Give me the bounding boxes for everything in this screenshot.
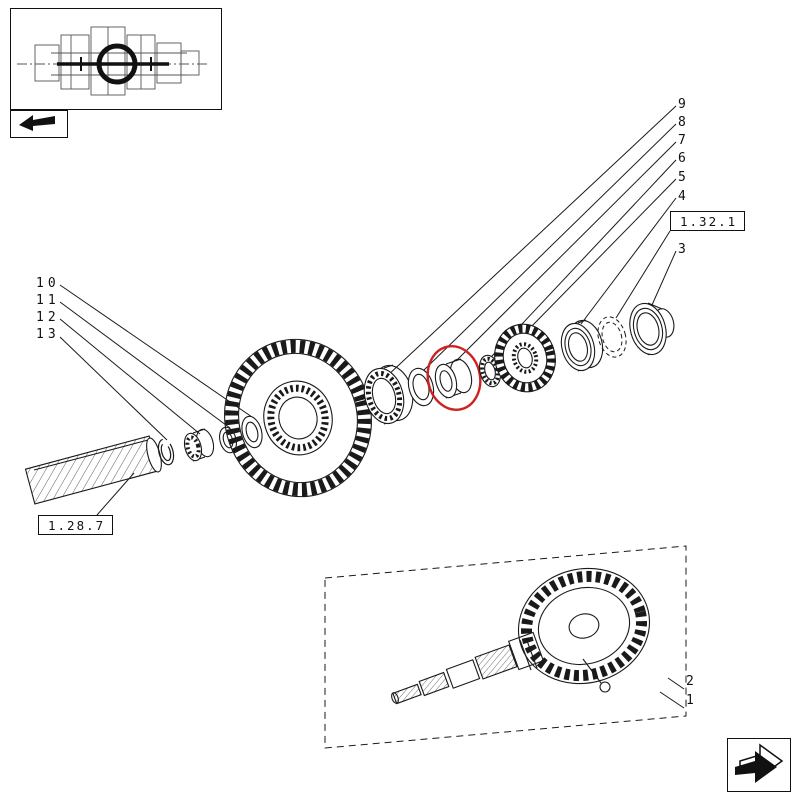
callout-1: 1 xyxy=(686,693,698,708)
snap-ring-13 xyxy=(157,438,175,466)
bearing-4 xyxy=(560,319,604,372)
leader-line xyxy=(651,250,677,306)
leader-line xyxy=(491,159,677,357)
thumbnail-highlight-circle xyxy=(96,43,138,85)
drive-gear-5 xyxy=(494,323,556,393)
callout-6: 6 xyxy=(678,151,690,166)
next-page-button[interactable] xyxy=(727,738,791,792)
section-ref-1-32-1[interactable]: 1.32.1 xyxy=(670,211,746,231)
callout-13: 13 xyxy=(36,327,60,342)
red-highlight-ellipse xyxy=(426,345,482,411)
bushing-7 xyxy=(434,358,473,399)
callout-9: 9 xyxy=(678,97,690,112)
callout-3: 3 xyxy=(678,242,690,257)
thumbnail-drawing xyxy=(17,26,209,96)
callout-8: 8 xyxy=(678,115,690,130)
splined-coupling-9 xyxy=(363,364,414,425)
ring-10 xyxy=(241,415,263,449)
main-gear xyxy=(224,338,372,498)
callout-4: 4 xyxy=(678,189,690,204)
input-shaft xyxy=(24,435,162,505)
leader-line xyxy=(96,472,135,516)
leader-line xyxy=(667,677,685,690)
leader-line xyxy=(59,301,231,429)
leader-line xyxy=(455,141,677,362)
callout-11: 11 xyxy=(36,293,60,308)
ring-8 xyxy=(407,367,435,407)
page-forward-arrow-icon xyxy=(735,743,784,783)
splined-hub-12 xyxy=(183,428,215,462)
leader-line xyxy=(615,230,671,319)
callout-7: 7 xyxy=(678,133,690,148)
page-back-arrow-icon xyxy=(19,115,55,131)
leader-line xyxy=(659,691,685,709)
leader-lines xyxy=(59,105,685,709)
thumbnail-highlight-shaft xyxy=(57,57,169,71)
section-ref-1-28-7[interactable]: 1.28.7 xyxy=(38,515,114,535)
leader-line xyxy=(59,318,201,435)
leader-line xyxy=(59,336,168,441)
thumbnail-machine-outline xyxy=(17,26,209,96)
callout-10: 10 xyxy=(36,276,60,291)
reference-plane xyxy=(324,545,687,749)
bearing-3 xyxy=(629,302,675,356)
callout-12: 12 xyxy=(36,310,60,325)
bevel-pinion-shaft xyxy=(391,631,545,705)
leader-line xyxy=(580,197,677,325)
leader-line xyxy=(422,123,677,372)
prev-page-button[interactable] xyxy=(10,110,68,138)
leader-line xyxy=(385,105,677,378)
crown-wheel xyxy=(517,567,651,685)
callout-2: 2 xyxy=(686,674,698,689)
overview-thumbnail[interactable] xyxy=(10,8,222,110)
leader-line xyxy=(59,284,253,418)
leader-line xyxy=(527,178,677,331)
snap-ring-phantom xyxy=(597,316,627,358)
pin-detail xyxy=(582,658,611,693)
callout-5: 5 xyxy=(678,170,690,185)
